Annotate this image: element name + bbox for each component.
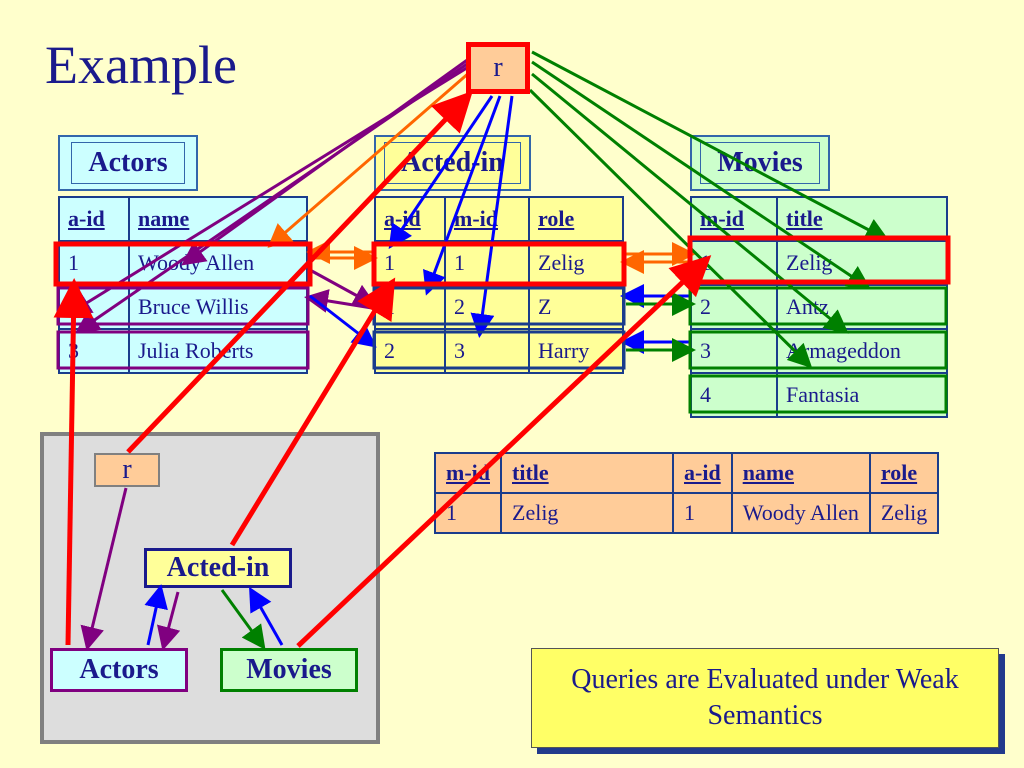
query-acted-in-node: Acted-in bbox=[144, 548, 292, 588]
header-cell: role bbox=[528, 196, 624, 242]
edge-q-r-root bbox=[126, 90, 473, 454]
table-row: 4 Fantasia bbox=[690, 372, 948, 418]
table-header-row: m-id title bbox=[690, 196, 948, 242]
query-actors-node: Actors bbox=[50, 648, 188, 692]
table-cell: 1 bbox=[672, 492, 733, 534]
acted-row-2-box bbox=[372, 286, 626, 326]
table-cell: 3 bbox=[690, 328, 778, 374]
table-cell: 4 bbox=[690, 372, 778, 418]
page-title: Example bbox=[45, 35, 237, 95]
edge-r-movie4 bbox=[528, 88, 813, 369]
header-cell: m-id bbox=[444, 196, 530, 242]
edge-r-acted1 bbox=[388, 95, 494, 249]
header-cell: name bbox=[730, 452, 871, 494]
header-cell: title bbox=[776, 196, 948, 242]
semantics-note: Queries are Evaluated under Weak Semanti… bbox=[531, 648, 999, 748]
edge-r-woody bbox=[267, 70, 471, 248]
table-cell: Zelig bbox=[500, 492, 674, 534]
table-cell: Fantasia bbox=[776, 372, 948, 418]
table-cell: Zelig bbox=[868, 492, 940, 534]
edge-q-movies-zelig bbox=[296, 255, 712, 648]
edge-q-acted-row bbox=[229, 277, 396, 547]
edge-r-movie1 bbox=[531, 50, 890, 241]
edge-r-movie2 bbox=[531, 60, 871, 290]
table-cell: Zelig bbox=[528, 240, 624, 286]
root-node: r bbox=[466, 42, 530, 94]
header-cell: a-id bbox=[672, 452, 733, 494]
actors-label: Actors bbox=[58, 135, 198, 191]
table-row: 3 Julia Roberts bbox=[58, 328, 308, 374]
edge-q-r-actors bbox=[80, 487, 128, 651]
edge-q-movies-acted bbox=[249, 586, 284, 646]
edge-r-movie3 bbox=[531, 72, 849, 334]
query-root-node: r bbox=[94, 453, 160, 487]
edge-q-actors-acted bbox=[144, 584, 168, 646]
table-row: 2 3 Harry bbox=[374, 328, 624, 374]
edge-q-acted-actors bbox=[156, 591, 181, 651]
woody-row-highlight bbox=[53, 241, 313, 287]
edge-q-actors-woody bbox=[53, 278, 94, 646]
header-cell: a-id bbox=[58, 196, 130, 242]
table-header-row: a-id name bbox=[58, 196, 308, 242]
edge-r-acted2 bbox=[423, 95, 502, 296]
edge-r-actor2 bbox=[66, 64, 471, 316]
result-table: m-id title a-id name role 1 Zelig 1 Wood… bbox=[434, 452, 940, 534]
movies-label: Movies bbox=[690, 135, 830, 191]
edge-r-acted3 bbox=[470, 95, 514, 338]
movie-row-4-box bbox=[688, 374, 948, 414]
acted-row-1-highlight bbox=[371, 241, 627, 287]
table-cell: 1 bbox=[434, 492, 502, 534]
header-cell: m-id bbox=[690, 196, 778, 242]
table-header-row: m-id title a-id name role bbox=[434, 452, 940, 494]
table-cell: Woody Allen bbox=[730, 492, 871, 534]
actor-row-3-box bbox=[56, 330, 310, 370]
table-cell: 2 bbox=[374, 328, 446, 374]
header-cell: title bbox=[500, 452, 674, 494]
movie-row-2-box bbox=[688, 286, 948, 326]
movie-row-3-box bbox=[688, 330, 948, 370]
query-movies-node: Movies bbox=[220, 648, 358, 692]
header-cell: role bbox=[868, 452, 940, 494]
table-row: 1 Zelig 1 Woody Allen Zelig bbox=[434, 492, 940, 534]
edge-q-acted-movies bbox=[220, 589, 266, 650]
zelig-row-highlight bbox=[687, 235, 951, 285]
acted-row-3-box bbox=[372, 330, 626, 370]
